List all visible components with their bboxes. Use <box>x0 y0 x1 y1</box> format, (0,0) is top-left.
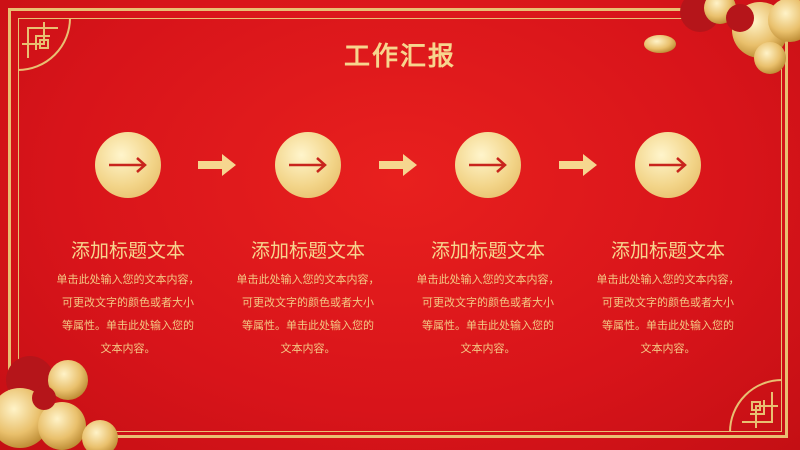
card-body-2: 单击此处输入您的文本内容， 可更改文字的颜色或者大小 等属性。单击此处输入您的 … <box>223 268 393 360</box>
card-body-1: 单击此处输入您的文本内容， 可更改文字的颜色或者大小 等属性。单击此处输入您的 … <box>43 268 213 360</box>
lattice-corner-icon <box>729 379 782 432</box>
auspicious-cloud-icon <box>644 0 800 74</box>
connector-arrow-icon <box>198 154 236 176</box>
connector-arrow-icon <box>379 154 417 176</box>
card-body-4: 单击此处输入您的文本内容， 可更改文字的颜色或者大小 等属性。单击此处输入您的 … <box>583 268 753 360</box>
card-title-1: 添加标题文本 <box>70 240 185 262</box>
card-title-3: 添加标题文本 <box>430 240 545 262</box>
card-body-line: 文本内容。 <box>460 342 516 355</box>
auspicious-cloud-icon <box>0 356 118 450</box>
card-title-4: 添加标题文本 <box>610 240 725 262</box>
card-body-line: 文本内容。 <box>640 342 696 355</box>
step-circle-1 <box>95 132 161 198</box>
card-body-line: 单击此处输入您的文本内容， <box>56 273 200 286</box>
card-body-line: 等属性。单击此处输入您的 <box>62 319 194 332</box>
card-body-line: 可更改文字的颜色或者大小 <box>422 296 554 309</box>
slide-frame-outer <box>8 8 788 438</box>
card-title-2: 添加标题文本 <box>250 240 365 262</box>
card-body-line: 可更改文字的颜色或者大小 <box>242 296 374 309</box>
card-body-line: 文本内容。 <box>100 342 156 355</box>
card-body-line: 可更改文字的颜色或者大小 <box>602 296 734 309</box>
card-body-line: 文本内容。 <box>280 342 336 355</box>
arrow-right-icon <box>649 157 687 173</box>
step-circle-2 <box>275 132 341 198</box>
step-circle-3 <box>455 132 521 198</box>
card-body-line: 等属性。单击此处输入您的 <box>602 319 734 332</box>
lattice-corner-icon <box>18 18 71 71</box>
card-body-line: 等属性。单击此处输入您的 <box>242 319 374 332</box>
arrow-right-icon <box>289 157 327 173</box>
page-title: 工作汇报 <box>343 42 456 72</box>
arrow-right-icon <box>109 157 147 173</box>
step-circle-4 <box>635 132 701 198</box>
card-body-line: 单击此处输入您的文本内容， <box>236 273 380 286</box>
arrow-right-icon <box>469 157 507 173</box>
card-body-line: 可更改文字的颜色或者大小 <box>62 296 194 309</box>
card-body-line: 单击此处输入您的文本内容， <box>596 273 740 286</box>
slide-frame-inner <box>18 18 782 432</box>
connector-arrow-icon <box>559 154 597 176</box>
card-body-line: 单击此处输入您的文本内容， <box>416 273 560 286</box>
card-body-3: 单击此处输入您的文本内容， 可更改文字的颜色或者大小 等属性。单击此处输入您的 … <box>403 268 573 360</box>
card-body-line: 等属性。单击此处输入您的 <box>422 319 554 332</box>
